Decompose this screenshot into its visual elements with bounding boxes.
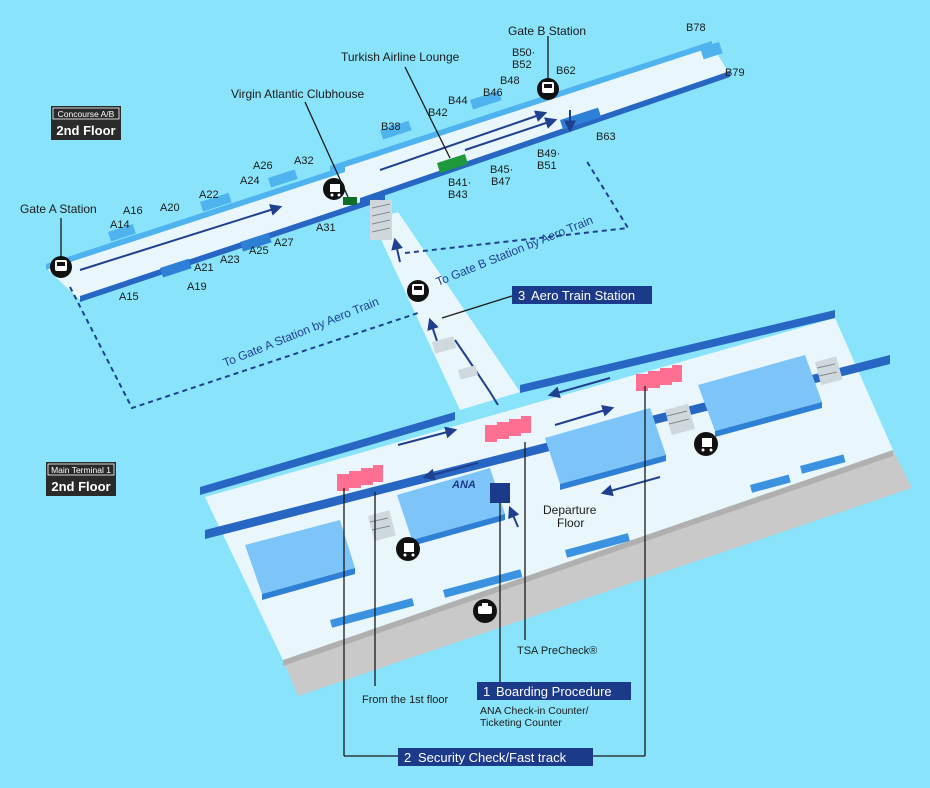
- from-first-floor-label: From the 1st floor: [362, 694, 449, 706]
- gate-label: A19: [187, 281, 207, 293]
- turkish-lounge-marker: [437, 154, 468, 173]
- concourse-ab: [46, 41, 730, 406]
- gate-label: B78: [686, 22, 706, 34]
- connector-corridor: [372, 212, 520, 410]
- main-terminal: ANA: [200, 212, 912, 696]
- gate-label: B63: [596, 131, 616, 143]
- svg-text:Concourse A/B: Concourse A/B: [58, 109, 115, 119]
- step-boarding-procedure: 1 Boarding Procedure: [477, 682, 631, 700]
- tsa-precheck-label: TSA PreCheck®: [517, 645, 597, 657]
- ana-logo: ANA: [451, 479, 476, 491]
- route-label-gate-a: To Gate A Station by Aero Train: [221, 294, 381, 369]
- step-security-check: 2 Security Check/Fast track: [398, 748, 593, 766]
- gate-label: A25: [249, 245, 269, 257]
- security-gate: [485, 416, 531, 442]
- svg-text:2nd Floor: 2nd Floor: [56, 123, 115, 138]
- baggage-cart-icon: [694, 432, 718, 456]
- gate-label: A26: [253, 160, 273, 172]
- departure-floor-label: Floor: [557, 516, 584, 530]
- virgin-lounge-marker: [343, 197, 357, 205]
- train-icon: [407, 280, 429, 302]
- svg-text:1: 1: [483, 684, 490, 699]
- gate-label: B42: [428, 107, 448, 119]
- virgin-lounge-label: Virgin Atlantic Clubhouse: [231, 87, 365, 101]
- aero-train-routes: [69, 159, 630, 410]
- taxi-icon: [473, 599, 497, 623]
- train-icon: [537, 78, 559, 100]
- concourse-a-floor: [46, 170, 385, 300]
- security-gate: [337, 465, 383, 491]
- gate-label: B51: [537, 160, 557, 172]
- road: [283, 450, 912, 696]
- gate-a-station-label: Gate A Station: [20, 202, 97, 216]
- departure-floor-label: Departure: [543, 503, 597, 517]
- ana-counter-note: ANA Check-in Counter/: [480, 705, 589, 717]
- curb-block: [443, 569, 523, 598]
- floor-label-concourse: Concourse A/B 2nd Floor: [51, 106, 121, 140]
- curb-block: [749, 474, 791, 493]
- gate-label: B52: [512, 59, 532, 71]
- gate-label: B38: [381, 121, 401, 133]
- turkish-lounge-label: Turkish Airline Lounge: [341, 50, 460, 64]
- gate-label: A31: [316, 222, 336, 234]
- escalator-icon: [432, 336, 457, 354]
- gate-label: A14: [110, 219, 130, 231]
- svg-text:Aero Train Station: Aero Train Station: [531, 288, 635, 303]
- gate-label: B41·: [448, 177, 471, 189]
- curb-block: [329, 598, 415, 628]
- gate-label: A22: [199, 189, 219, 201]
- gate-label: B45·: [490, 164, 513, 176]
- floor-label-main: Main Terminal 1 2nd Floor: [46, 462, 116, 496]
- gate-label: A23: [220, 254, 240, 266]
- gate-label: B79: [725, 67, 745, 79]
- escalator-icon: [815, 356, 843, 386]
- curb-block: [800, 454, 846, 474]
- gate-b-station-label: Gate B Station: [508, 24, 586, 38]
- checkin-island-ana: [397, 468, 505, 540]
- ana-counter-note: Ticketing Counter: [480, 717, 562, 729]
- ana-counter-marker: [490, 483, 510, 503]
- gate-label: A20: [160, 202, 180, 214]
- step-aero-train-station: 3 Aero Train Station: [512, 286, 652, 304]
- checkin-island: [245, 520, 355, 594]
- gate-label: B46: [483, 87, 503, 99]
- gate-label: B43: [448, 189, 468, 201]
- gate-label: A16: [123, 205, 143, 217]
- gate-label: B48: [500, 75, 520, 87]
- checkin-island: [545, 408, 666, 484]
- gate-label: B62: [556, 65, 576, 77]
- baggage-cart-icon: [323, 178, 345, 200]
- gate-label: B44: [448, 95, 468, 107]
- svg-text:2nd Floor: 2nd Floor: [51, 479, 110, 494]
- baggage-cart-icon: [396, 537, 420, 561]
- callout-lines: [60, 36, 646, 757]
- gate-label: A24: [240, 175, 260, 187]
- escalator-icon: [370, 200, 392, 240]
- gate-label: A32: [294, 155, 314, 167]
- curb-block: [565, 533, 630, 558]
- checkin-island: [698, 355, 822, 431]
- route-label-gate-b: To Gate B Station by Aero Train: [434, 213, 595, 289]
- train-icon: [50, 256, 72, 278]
- concourse-b-floor: [330, 45, 730, 202]
- svg-text:Boarding Procedure: Boarding Procedure: [496, 684, 612, 699]
- escalator-icon: [665, 403, 695, 436]
- svg-text:2: 2: [404, 750, 411, 765]
- svg-text:3: 3: [518, 288, 525, 303]
- svg-text:Security Check/Fast track: Security Check/Fast track: [418, 750, 567, 765]
- gate-label: A27: [274, 237, 294, 249]
- escalator-icon: [458, 365, 478, 380]
- gate-label: B47: [491, 176, 511, 188]
- svg-text:Main Terminal 1: Main Terminal 1: [51, 465, 111, 475]
- gate-label: A15: [119, 291, 139, 303]
- gate-label: B50·: [512, 47, 535, 59]
- gate-label: A21: [194, 262, 214, 274]
- gate-label: B49·: [537, 148, 560, 160]
